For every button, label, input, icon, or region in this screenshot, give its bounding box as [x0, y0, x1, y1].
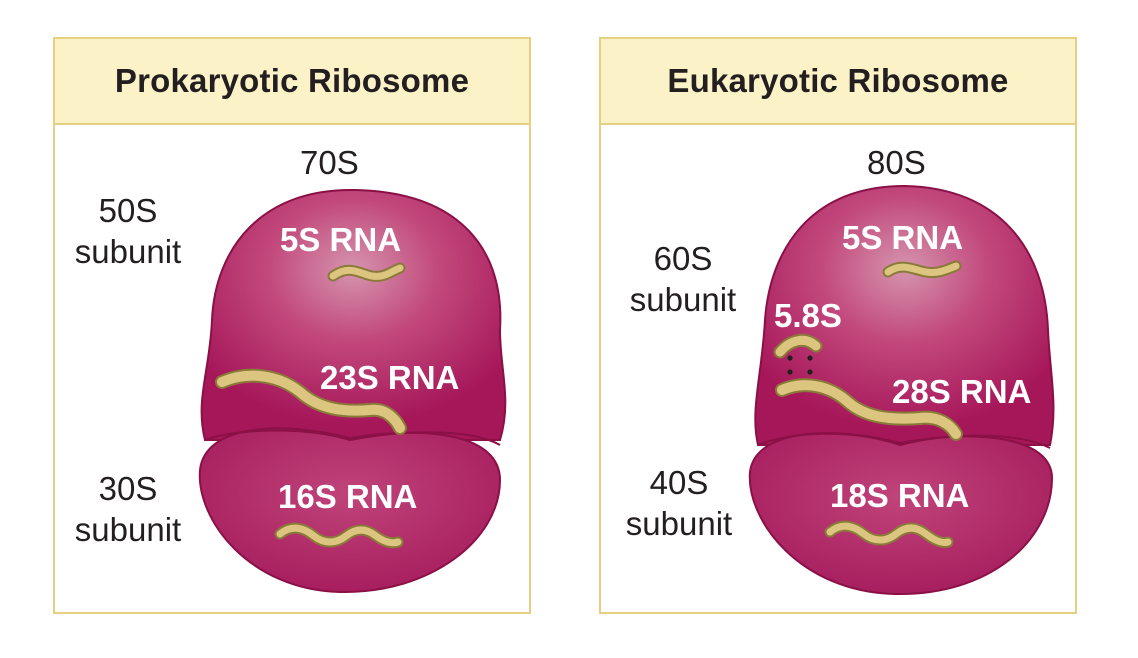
prok-70s-label: 70S — [300, 144, 359, 181]
euk-80s-label: 80S — [867, 144, 926, 181]
prok-23s-rna-label: 23S RNA — [320, 359, 460, 396]
prok-30s-word: subunit — [74, 511, 182, 548]
euk-28s-rna-label: 28S RNA — [892, 373, 1032, 410]
euk-60s-label: 60S subunit — [620, 238, 746, 320]
euk-58s-rna-label: 5.8S — [774, 297, 842, 334]
prok-30s-label: 30S subunit — [66, 468, 190, 550]
prok-16s-rna-label: 16S RNA — [278, 478, 418, 515]
prok-50s-word: subunit — [74, 233, 182, 270]
pairing-dots — [787, 355, 813, 375]
eukaryotic-title: Eukaryotic Ribosome — [667, 62, 1009, 99]
euk-18s-rna-label: 18S RNA — [830, 477, 970, 514]
prok-50s-size: 50S — [98, 192, 158, 229]
euk-60s-word: subunit — [629, 281, 737, 318]
euk-5s-rna-label: 5S RNA — [842, 219, 964, 256]
eukaryotic-rna-strands — [773, 260, 963, 548]
euk-40s-size: 40S — [649, 464, 709, 501]
prokaryotic-rna-strands — [215, 262, 407, 549]
euk-60s-size: 60S — [653, 240, 713, 277]
strand-5s-prok — [327, 262, 406, 282]
prok-5s-rna-label: 5S RNA — [280, 221, 402, 258]
prok-30s-size: 30S — [98, 470, 158, 507]
strand-58s-euk — [773, 333, 823, 359]
strand-23s-prok — [215, 368, 407, 435]
prok-50s-label: 50S subunit — [66, 190, 190, 272]
strand-16s-prok — [274, 522, 404, 549]
prokaryotic-title: Prokaryotic Ribosome — [114, 62, 470, 99]
eukaryotic-ribosome-body — [748, 184, 1055, 596]
small-subunit-30s-shape — [198, 427, 502, 594]
prokaryotic-panel-header: Prokaryotic Ribosome — [55, 39, 529, 125]
euk-40s-label: 40S subunit — [616, 462, 742, 544]
strand-28s-euk — [775, 378, 963, 441]
eukaryotic-panel-header: Eukaryotic Ribosome — [601, 39, 1075, 125]
strand-5s-euk — [882, 260, 962, 278]
strand-18s-euk — [824, 520, 954, 548]
small-subunit-40s-shape — [748, 432, 1054, 596]
euk-40s-word: subunit — [625, 505, 733, 542]
